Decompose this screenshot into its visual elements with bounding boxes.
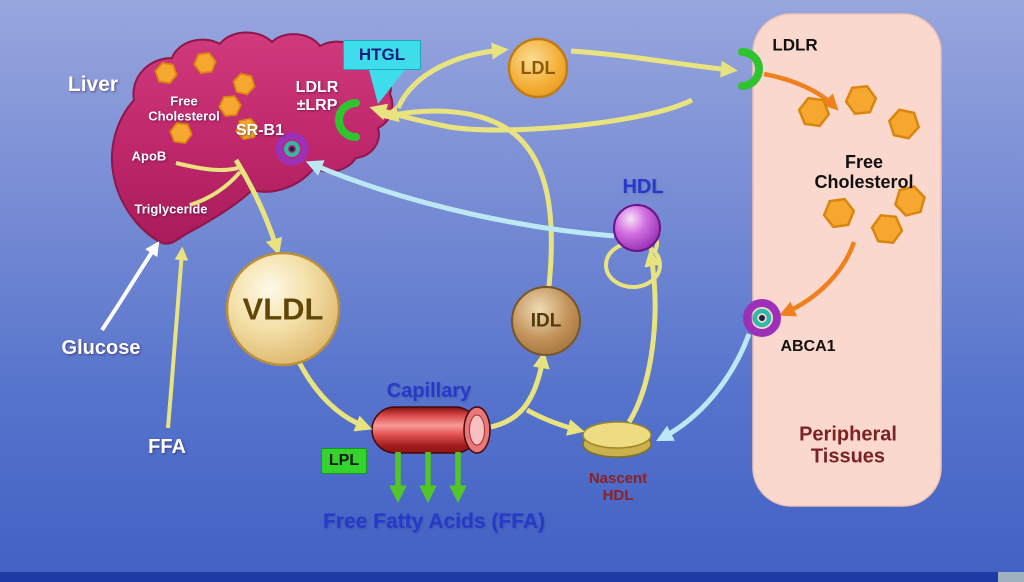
abca1-transporter-icon <box>743 299 781 337</box>
lpl-label: LPL <box>328 452 360 469</box>
capillary-label: Capillary <box>386 379 472 402</box>
arrow-liver-to-vldl <box>233 158 283 256</box>
htgl-label: HTGL <box>358 45 406 64</box>
liver-free-cholesterol-line2: Cholesterol <box>148 108 220 123</box>
slide-corner-chip <box>998 572 1024 582</box>
nascent-hdl-line1: Nascent <box>588 470 648 488</box>
liver-ldlr-label: LDLR ±LRP <box>296 79 339 115</box>
idl-particle <box>511 286 581 356</box>
arrow-ldlr-to-cholesterol <box>763 71 839 111</box>
arrow-triglyceride-feed <box>189 170 242 207</box>
apob-label: ApoB <box>131 148 167 164</box>
liver-label: Liver <box>67 73 119 97</box>
lpl-badge: LPL <box>321 448 367 474</box>
htgl-pointer <box>368 66 408 104</box>
arrows-group <box>100 42 857 504</box>
htgl-badge: HTGL <box>343 40 421 70</box>
srb1-transporter-icon <box>275 132 309 166</box>
peripheral-free-cholesterol-label: Free Cholesterol <box>814 152 913 192</box>
abca1-label: ABCA1 <box>780 338 836 356</box>
arrow-cholesterol-to-abca1 <box>779 241 857 317</box>
arrow-ldl-to-liver-ldlr <box>369 97 694 133</box>
idl-label: IDL <box>530 310 562 332</box>
vldl-particle <box>225 251 341 367</box>
ldl-label: LDL <box>520 57 556 78</box>
arrow-liver-to-ldl <box>395 42 509 110</box>
nascent-hdl-label: Nascent HDL <box>588 470 648 505</box>
arrow-nascent-to-hdl <box>626 249 662 424</box>
ffa-label: FFA <box>148 435 186 458</box>
arrow-apob-feed <box>175 161 239 173</box>
arrow-ldl-to-peripheral-ldlr <box>570 48 738 78</box>
nascent-hdl-disc <box>582 421 652 458</box>
peripheral-tissues-line2: Tissues <box>810 446 886 468</box>
triglyceride-label: Triglyceride <box>134 201 208 217</box>
peripheral-tissues-label: Peripheral Tissues <box>799 424 897 469</box>
peripheral-ldlr-label: LDLR <box>772 35 818 55</box>
arrow-capillary-to-nascent-hdl <box>525 407 585 436</box>
ldl-particle <box>507 37 569 99</box>
srb1-label: SR-B1 <box>235 122 285 140</box>
arrow-ffa-to-liver <box>166 246 189 429</box>
hdl-label: HDL <box>622 175 664 198</box>
slide-bottom-bar <box>0 572 1024 582</box>
liver-free-cholesterol-line1: Free <box>170 93 198 109</box>
arrow-hdl-to-srb1 <box>305 160 615 239</box>
glucose-label: Glucose <box>61 336 141 359</box>
peripheral-free-cholesterol-line1: Free <box>844 151 884 172</box>
peripheral-ldl-receptor-icon <box>738 48 763 90</box>
liver-ldlr-line2: ±LRP <box>296 97 338 114</box>
liver-ldlr-line1: LDLR <box>295 79 339 97</box>
hdl-particle <box>613 204 661 252</box>
nascent-hdl-line2: HDL <box>602 487 634 504</box>
liver-free-cholesterol-label: Free Cholesterol <box>148 94 220 123</box>
arrow-abca1-to-nascent-hdl <box>655 333 752 442</box>
arrow-vldl-to-capillary <box>296 360 373 432</box>
arrow-glucose-to-liver <box>100 241 160 332</box>
ffa-release-label: Free Fatty Acids (FFA) <box>322 510 546 534</box>
arrow-capillary-to-idl <box>490 351 550 430</box>
capillary-vessel <box>371 406 491 454</box>
liver-ldl-receptor-icon <box>335 99 360 141</box>
peripheral-tissues-line1: Peripheral <box>799 423 897 446</box>
vldl-label: VLDL <box>242 291 324 327</box>
peripheral-free-cholesterol-line2: Cholesterol <box>814 172 914 192</box>
